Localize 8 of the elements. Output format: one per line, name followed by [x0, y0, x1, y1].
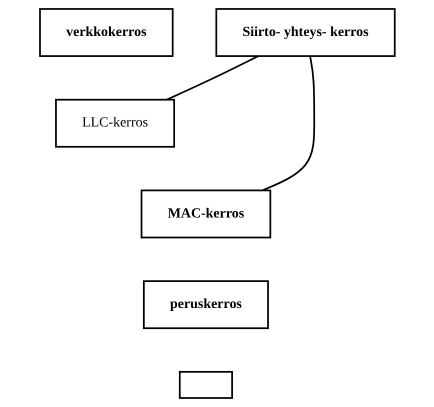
node-box: Siirto- yhteys- kerros — [215, 8, 396, 57]
node-box: peruskerros — [142, 280, 269, 330]
node-box — [178, 370, 233, 399]
node-box: MAC-kerros — [140, 190, 271, 238]
connector — [166, 55, 258, 100]
node-box: verkkokerros — [38, 8, 174, 57]
node-box: LLC-kerros — [54, 98, 175, 148]
connector — [261, 56, 315, 192]
